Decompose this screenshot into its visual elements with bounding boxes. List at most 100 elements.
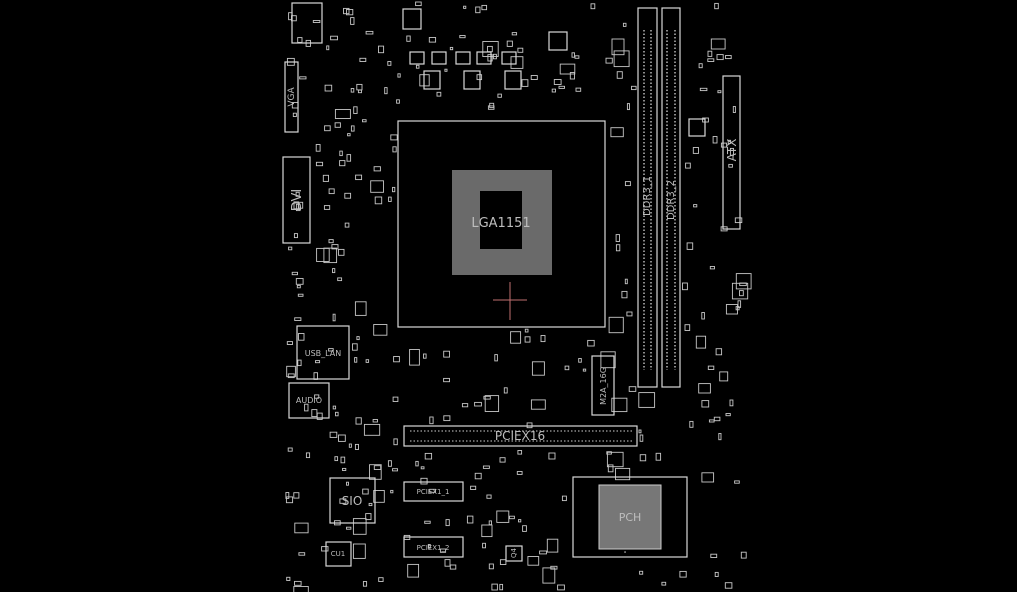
smd-component <box>578 358 582 363</box>
smd-component <box>354 443 359 450</box>
smd-component <box>686 242 694 250</box>
smd-component <box>727 139 732 144</box>
smd-component <box>340 456 346 464</box>
smd-component <box>323 205 331 210</box>
smd-component <box>716 54 724 61</box>
smd-component <box>631 85 637 91</box>
smd-component <box>557 584 565 591</box>
smd-component <box>337 277 343 282</box>
smd-component <box>429 488 436 493</box>
smd-component <box>362 119 367 123</box>
smd-component <box>542 567 556 584</box>
smd-component <box>487 105 495 110</box>
smd-component <box>362 581 368 587</box>
smd-component <box>365 513 372 521</box>
smd-component <box>481 524 493 538</box>
dvi-connector[interactable]: DVI <box>282 156 311 244</box>
smd-component <box>474 401 482 407</box>
smd-component <box>709 266 715 270</box>
smd-component <box>311 409 318 418</box>
smd-component <box>362 488 369 495</box>
smd-component <box>378 45 385 54</box>
smd-component <box>449 46 454 51</box>
smd-component <box>338 434 346 442</box>
smd-component <box>546 538 559 553</box>
cu1-chip[interactable]: CU1 <box>325 541 352 567</box>
smd-component <box>294 522 309 534</box>
smd-component <box>626 103 630 111</box>
smd-component <box>355 174 363 181</box>
smd-component <box>615 244 621 252</box>
smd-component <box>443 377 450 383</box>
smd-component <box>475 6 481 14</box>
smd-component <box>521 79 529 87</box>
smd-component <box>329 431 338 438</box>
smd-component <box>396 99 400 104</box>
smd-component <box>499 559 507 565</box>
smd-component <box>715 348 723 356</box>
smd-component <box>339 498 347 504</box>
smd-component <box>590 3 596 10</box>
pciex1-slot-1[interactable]: PCIEX1_1 <box>403 481 464 502</box>
ddr-slot-2[interactable]: DDR3_2 <box>661 7 681 388</box>
smd-component <box>285 496 294 504</box>
smd-component <box>352 543 366 559</box>
smd-component <box>707 58 715 62</box>
smd-component <box>524 328 529 333</box>
cpu-socket[interactable]: LGA1151 <box>397 120 606 328</box>
smd-component <box>350 17 355 25</box>
smd-component <box>613 50 630 68</box>
smd-component <box>626 311 633 317</box>
cu1-label: CU1 <box>331 550 345 558</box>
smd-component <box>299 76 307 80</box>
smd-component <box>332 313 336 322</box>
smd-component <box>488 520 492 526</box>
smd-component <box>286 365 296 378</box>
smd-component <box>615 234 620 242</box>
smd-component <box>365 30 374 35</box>
pciex16-slot[interactable]: PCIEX16 <box>403 425 638 447</box>
smd-component <box>639 454 647 462</box>
smd-component <box>374 196 383 205</box>
smd-component <box>315 360 321 364</box>
smd-component <box>701 312 705 320</box>
m2-slot[interactable]: M2A_16G <box>591 355 615 416</box>
smd-component <box>397 73 401 78</box>
smd-component <box>387 61 392 66</box>
smd-component <box>292 112 297 117</box>
smd-component <box>288 246 293 251</box>
smd-component <box>328 239 334 244</box>
smd-component <box>393 356 400 363</box>
smd-component <box>420 466 425 470</box>
q4-component[interactable]: Q4 <box>505 545 523 562</box>
smd-component <box>499 457 506 463</box>
audio-label: AUDIO <box>296 396 322 405</box>
smd-component <box>444 559 451 567</box>
smd-component <box>605 57 613 64</box>
smd-component <box>487 45 493 53</box>
pch-chip[interactable]: PCH <box>572 476 688 558</box>
atx-label: ATX <box>725 139 739 162</box>
vga-connector[interactable]: VGA <box>284 61 299 133</box>
audio-connector[interactable]: AUDIO <box>288 382 330 419</box>
usb-lan-connector[interactable]: USB_LAN <box>296 325 350 380</box>
smd-component <box>655 452 662 461</box>
smd-component <box>331 244 339 250</box>
smd-component <box>685 162 691 169</box>
smd-component <box>392 186 396 193</box>
top-left-connector[interactable] <box>291 2 323 44</box>
atx-connector[interactable]: ATX <box>722 75 741 230</box>
ddr-slot-1[interactable]: DDR3_1 <box>637 7 658 388</box>
smd-component <box>639 434 644 442</box>
pch-label: PCH <box>619 511 642 524</box>
smd-component <box>503 387 508 394</box>
smd-component <box>698 63 703 69</box>
sio-chip[interactable]: SIO <box>329 477 376 524</box>
smd-component <box>684 324 691 331</box>
pciex1-slot-2[interactable]: PCIEX1_2 <box>403 536 464 558</box>
smd-component <box>356 83 363 91</box>
smd-component <box>587 339 595 347</box>
smd-component <box>365 359 370 363</box>
smd-component <box>689 420 694 428</box>
